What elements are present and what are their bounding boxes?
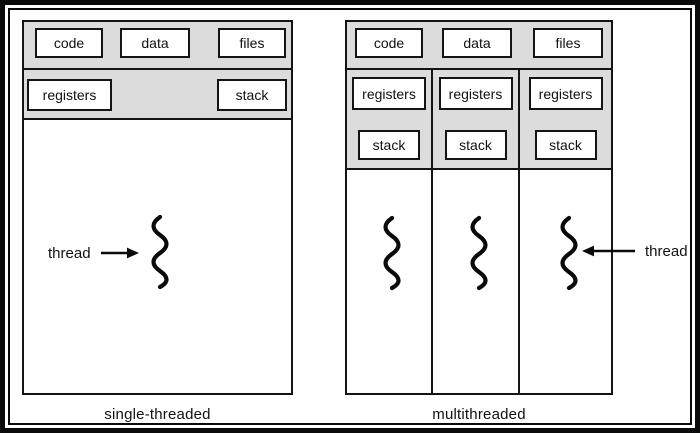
thread-2-context: registers stack <box>433 70 518 170</box>
caption-multithreaded: multithreaded <box>432 406 526 423</box>
stack-box: stack <box>217 79 287 111</box>
stack-box: stack <box>358 130 420 160</box>
registers-box: registers <box>352 77 426 110</box>
single-threaded-process-box: code data files registers stack thread <box>22 20 293 395</box>
multi-resources-band: code data files <box>347 22 611 70</box>
thread-arrow-left-icon <box>582 245 635 257</box>
registers-box: registers <box>438 77 513 110</box>
thread-squiggle-icon <box>151 214 169 290</box>
stack-box: stack <box>444 130 507 160</box>
thread-label: thread <box>48 245 91 262</box>
caption-single-threaded: single-threaded <box>104 406 211 423</box>
code-box: code <box>355 28 423 58</box>
single-context-band: registers stack <box>24 70 291 120</box>
thread-arrow-right-icon <box>101 247 139 259</box>
thread-columns: registers stack registers stack regist <box>347 70 611 393</box>
thread-column-3: registers stack <box>520 70 611 393</box>
thread-squiggle-icon <box>469 215 488 291</box>
code-box: code <box>35 28 103 58</box>
data-box: data <box>120 28 190 58</box>
single-resources-band: code data files <box>24 22 291 70</box>
registers-box: registers <box>27 79 112 111</box>
thread-1-context: registers stack <box>347 70 431 170</box>
multithreaded-process-box: code data files registers stack register… <box>345 20 613 395</box>
thread-squiggle-icon <box>559 215 578 291</box>
files-box: files <box>533 28 603 58</box>
registers-box: registers <box>528 77 603 110</box>
stack-box: stack <box>534 130 597 160</box>
thread-label: thread <box>645 243 688 260</box>
thread-squiggle-icon <box>383 215 401 291</box>
thread-3-context: registers stack <box>520 70 611 170</box>
thread-column-2: registers stack <box>433 70 520 393</box>
data-box: data <box>442 28 512 58</box>
thread-column-1: registers stack <box>347 70 433 393</box>
files-box: files <box>218 28 286 58</box>
